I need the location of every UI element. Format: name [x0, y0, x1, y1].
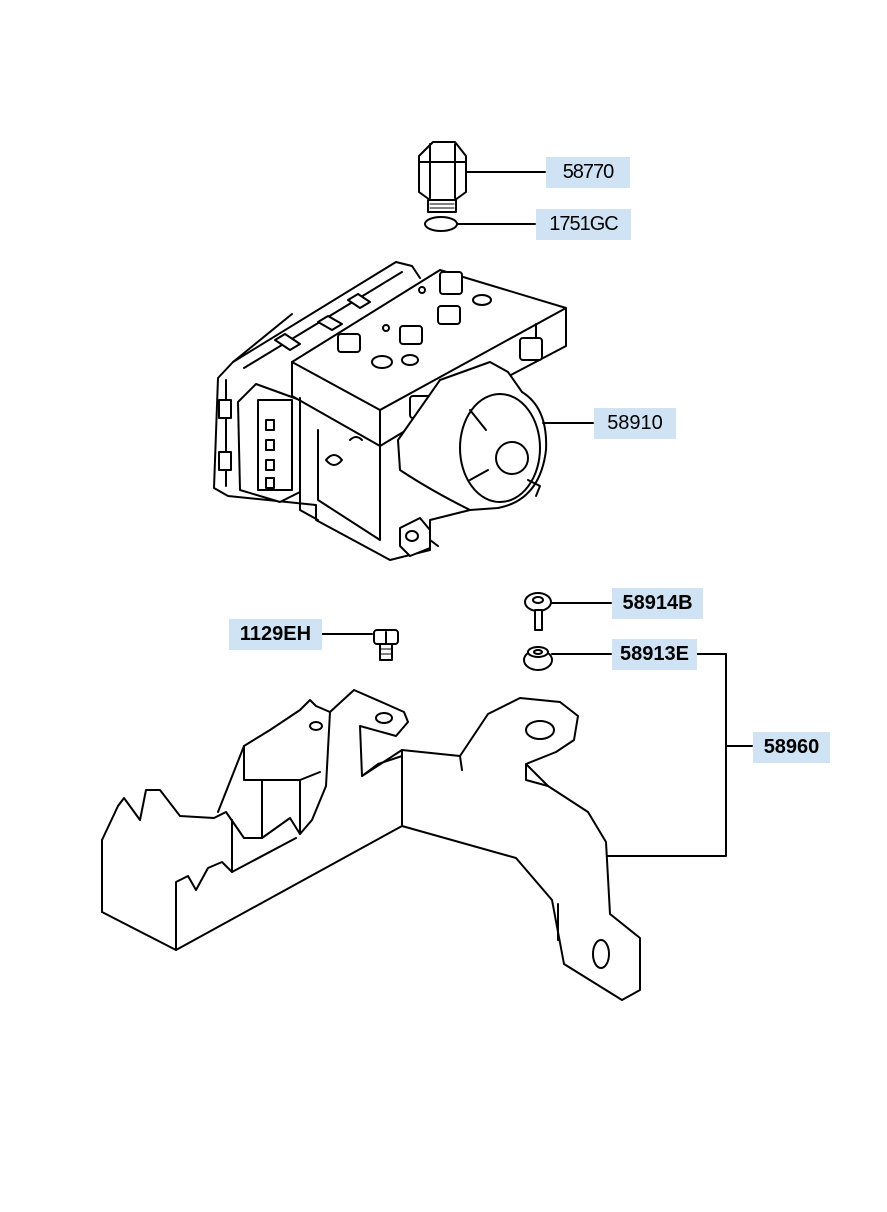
bolt-1129eh-drawing: [374, 630, 398, 660]
part-label-58910[interactable]: 58910: [594, 408, 676, 439]
hydraulic-unit-drawing: [214, 262, 566, 560]
part-label-1751gc[interactable]: 1751GC: [536, 209, 631, 240]
part-label-58914b[interactable]: 58914B: [612, 588, 703, 619]
part-label-58913e[interactable]: 58913E: [612, 639, 697, 670]
leader-58960: [607, 654, 726, 856]
cap-fitting-drawing: [419, 142, 466, 212]
part-label-1129eh[interactable]: 1129EH: [229, 619, 322, 650]
grommet-58913e-drawing: [524, 647, 552, 670]
o-ring-drawing: [425, 217, 457, 231]
bracket-drawing: [102, 690, 640, 1000]
part-label-58960[interactable]: 58960: [753, 732, 830, 763]
part-label-58770[interactable]: 58770: [546, 157, 630, 188]
bolt-58914b-drawing: [525, 593, 551, 630]
